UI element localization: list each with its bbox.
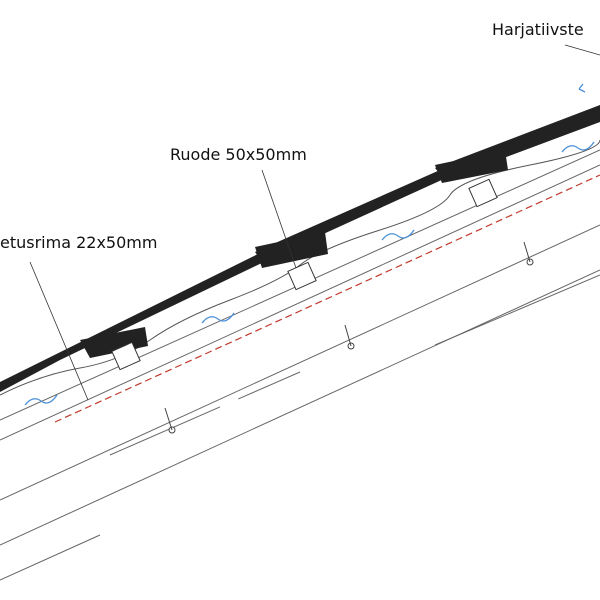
label-batten: Ruode 50x50mm	[170, 145, 307, 164]
airflow-arrows	[24, 83, 595, 406]
label-counter-batten: etusrima 22x50mm	[0, 233, 158, 252]
roof-tiles	[0, 105, 600, 392]
leader-lines	[29, 44, 600, 401]
label-ridge-seal: Harjatiivste	[492, 20, 584, 39]
rafter-lines	[0, 149, 600, 581]
membrane-dashed-line	[54, 174, 600, 423]
battens	[111, 178, 498, 371]
underlay-wave	[0, 139, 600, 396]
fastener-marks	[164, 241, 534, 434]
